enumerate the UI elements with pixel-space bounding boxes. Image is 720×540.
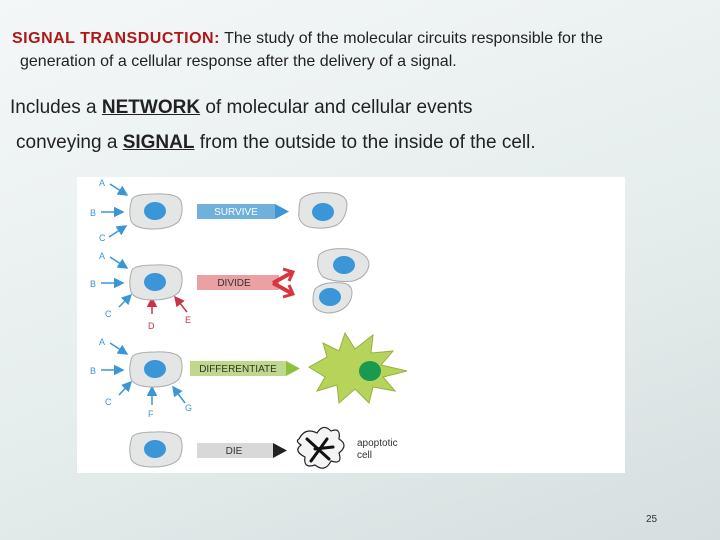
row-differentiate: A B C F G DIFFERENTIATE <box>90 331 408 419</box>
nucleus <box>319 288 341 306</box>
survive-bar <box>197 204 275 219</box>
nucleus <box>333 256 355 274</box>
differentiate-bar <box>190 361 286 376</box>
signal-response-diagram: A B C SURVIVE A B C D E DIVIDE <box>77 177 625 473</box>
nucleus <box>144 273 166 291</box>
diagram-svg: A B C SURVIVE A B C D E DIVIDE <box>90 178 408 469</box>
page-number: 25 <box>646 514 658 525</box>
network-pre: Includes a <box>10 97 102 118</box>
network-emphasis: NETWORK <box>101 97 201 118</box>
term-signal-transduction: SIGNAL TRANSDUCTION: <box>12 30 220 47</box>
row-divide: A B C D E DIVIDE <box>90 248 370 331</box>
signal-arrow-c <box>118 293 133 308</box>
signal-label: D <box>148 321 155 331</box>
differentiated-nucleus <box>359 361 381 381</box>
signal-label: E <box>185 315 191 325</box>
signal-label: B <box>90 208 96 218</box>
signal-label: B <box>90 366 96 376</box>
signal-label: G <box>185 403 192 413</box>
apoptotic-label-cell: cell <box>357 450 372 461</box>
signal-pre: conveying a <box>16 132 123 153</box>
nucleus <box>144 360 166 378</box>
divide-arrow-down <box>272 281 292 295</box>
divide-arrow-up <box>272 271 292 285</box>
divide-arrow-head-up <box>282 267 296 282</box>
row-survive: A B C SURVIVE <box>90 178 348 243</box>
signal-label: C <box>105 397 112 407</box>
signal-label: A <box>99 251 105 261</box>
differentiated-cell <box>308 331 408 405</box>
signal-label: F <box>148 409 154 419</box>
signal-arrow-a <box>109 342 129 355</box>
network-post: of molecular and cellular events <box>200 97 473 118</box>
network-line: Includes a NETWORK of molecular and cell… <box>10 97 473 119</box>
die-bar <box>197 443 273 458</box>
definition-line-2: generation of a cellular response after … <box>20 53 457 70</box>
signal-label: A <box>99 337 105 347</box>
divide-bar <box>197 275 279 290</box>
signal-post: from the outside to the inside of the ce… <box>194 132 536 153</box>
response-label-survive: SURVIVE <box>214 207 258 218</box>
response-label-differentiate: DIFFERENTIATE <box>199 364 277 375</box>
signal-arrow-a <box>109 183 129 196</box>
signal-arrow-c <box>118 380 133 396</box>
nucleus <box>144 440 166 458</box>
survive-arrow-head <box>275 204 289 219</box>
differentiate-arrow-head <box>286 361 300 376</box>
signal-label: B <box>90 279 96 289</box>
signal-emphasis: SIGNAL <box>122 132 195 153</box>
row-die: DIE apoptotic cell <box>129 426 398 469</box>
die-arrow-head <box>273 443 287 458</box>
signal-label: C <box>99 233 106 243</box>
definition-line-1: SIGNAL TRANSDUCTION: The study of the mo… <box>12 30 603 48</box>
response-label-divide: DIVIDE <box>217 278 251 289</box>
signal-arrow-c <box>108 225 128 238</box>
apoptotic-fragments <box>305 437 335 463</box>
nucleus <box>144 202 166 220</box>
signal-arrow-a <box>109 256 129 269</box>
inhibitory-arrow-e <box>174 295 188 313</box>
apoptotic-label: apoptotic <box>357 438 398 449</box>
signal-label: C <box>105 309 112 319</box>
signal-label: A <box>99 178 105 188</box>
nucleus <box>312 203 334 221</box>
definition-text: The study of the molecular circuits resp… <box>219 30 603 47</box>
divide-arrow-head-down <box>282 284 296 299</box>
response-label-die: DIE <box>226 446 243 457</box>
signal-line: conveying a SIGNAL from the outside to t… <box>16 132 536 154</box>
signal-arrow-g <box>172 385 186 404</box>
